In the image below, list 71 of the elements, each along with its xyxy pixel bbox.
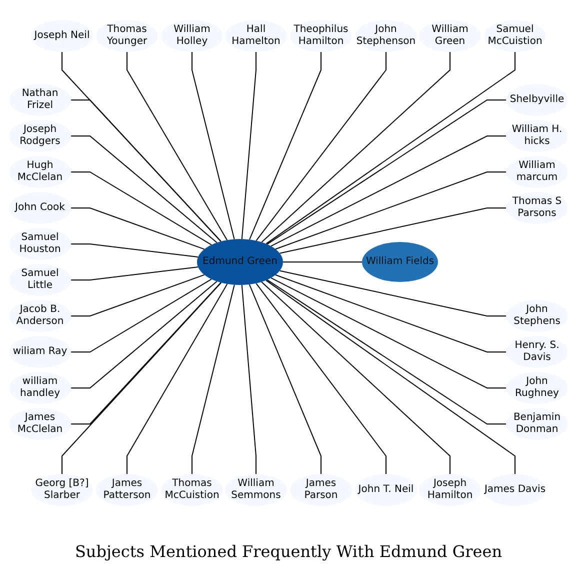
name-label: James Parson: [303, 478, 339, 502]
connector-line: [70, 274, 205, 316]
diagram-title: Subjects Mentioned Frequently With Edmund Green: [74, 541, 504, 563]
central-ellipse: [197, 239, 283, 285]
connector-line: [266, 52, 516, 244]
name-label: Benjamin Donman: [512, 412, 562, 436]
name-label: John T. Neil: [358, 484, 414, 496]
connector-line: [248, 284, 322, 474]
name-label: William Green: [430, 24, 470, 48]
connector-line: [279, 270, 506, 316]
name-label: Thomas Younger: [106, 24, 148, 48]
connector-line: [270, 277, 506, 388]
name-label: John Rughney: [514, 376, 560, 400]
name-label: Shelbyville: [510, 94, 564, 106]
connector-line: [70, 100, 222, 242]
connector-line: [270, 136, 506, 247]
connector-line: [275, 172, 506, 250]
name-label: Edmund Green: [202, 256, 278, 268]
connector-line: [70, 136, 218, 244]
connector-line: [241, 284, 256, 474]
name-label: James Davis: [484, 484, 546, 496]
name-label: William Fields: [366, 256, 434, 268]
name-label: Jacob B. Anderson: [15, 304, 65, 328]
name-label: Georg [B?] Slarber: [34, 478, 90, 502]
connector-line: [192, 52, 235, 240]
connector-line: [275, 274, 506, 352]
connector-line: [261, 52, 450, 243]
name-label: John Stephenson: [355, 24, 417, 48]
connector-line: [70, 244, 198, 258]
name-label: Samuel Houston: [18, 232, 62, 256]
name-label: Thomas S Parsons: [511, 196, 563, 220]
connector-line: [70, 172, 212, 246]
name-label: Joseph Neil: [34, 30, 90, 42]
connector-line: [261, 281, 450, 474]
connector-line: [241, 52, 256, 240]
name-label: wiliam Ray: [12, 346, 68, 358]
name-label: Hugh McClelan: [16, 160, 64, 184]
name-label: John Stephens: [512, 304, 562, 328]
connector-line: [256, 282, 386, 474]
connector-line: [70, 208, 205, 250]
name-label: Samuel Little: [20, 268, 60, 292]
connector-line: [70, 282, 222, 424]
connector-line: [266, 279, 506, 424]
connector-line: [62, 282, 222, 474]
connector-line: [256, 52, 386, 242]
connector-line: [70, 280, 218, 388]
name-label: Hall Hamelton: [230, 24, 282, 48]
name-label: William Holley: [172, 24, 212, 48]
connector-line: [279, 208, 506, 254]
connector-line: [266, 280, 516, 474]
connector-line: [266, 100, 506, 245]
name-label: James McClelan: [16, 412, 64, 436]
connector-line: [126, 284, 228, 474]
name-label: Joseph Rodgers: [18, 124, 62, 148]
name-label: Theophilus Hamilton: [292, 24, 350, 48]
name-label: Nathan Frizel: [20, 88, 60, 112]
connector-line: [249, 52, 322, 240]
connector-line: [126, 52, 228, 241]
connector-line: [192, 284, 235, 474]
name-label: william handley: [19, 376, 61, 400]
name-label: Samuel McCuistion: [486, 24, 544, 48]
name-label: John Cook: [15, 202, 65, 214]
connector-line: [70, 278, 212, 352]
name-label: William marcum: [515, 160, 559, 184]
name-label: Joseph Hamilton: [426, 478, 474, 502]
connector-line: [70, 266, 198, 280]
name-label: Henry. S. Davis: [514, 340, 560, 364]
name-label: Thomas McCuistion: [164, 478, 220, 502]
name-label: William H. hicks: [510, 124, 564, 148]
name-label: William Semmons: [230, 478, 282, 502]
name-label: James Patterson: [102, 478, 152, 502]
